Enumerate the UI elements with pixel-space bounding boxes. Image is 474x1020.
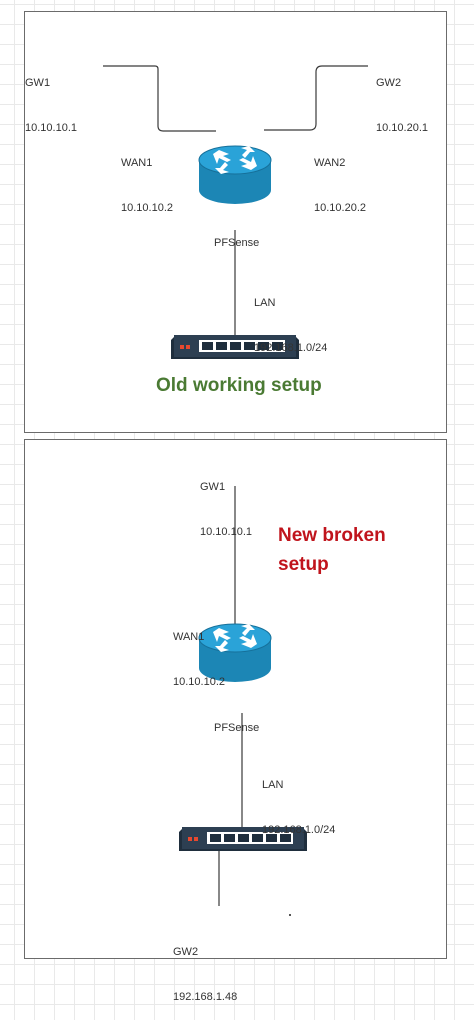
router-label: PFSense: [214, 722, 260, 734]
wan1-label: WAN1 10.10.10.2: [121, 126, 173, 231]
gw1-label: GW1 10.10.10.1: [25, 46, 77, 151]
wan2-ip: 10.10.20.2: [314, 202, 366, 214]
gw2-label: GW2 192.168.1.48: [173, 915, 237, 1020]
gw2-name: GW2: [173, 946, 199, 958]
gw2-ip: 10.10.20.1: [376, 122, 428, 134]
new-setup-title: New broken setup: [278, 525, 386, 575]
gw1-wan1-link: [103, 65, 216, 132]
gw1-ip: 10.10.10.1: [25, 122, 77, 134]
wan1-ip: 10.10.10.2: [121, 202, 173, 214]
stray-dot: [289, 914, 291, 916]
router-label: PFSense: [214, 237, 260, 249]
lan-label: LAN 192.168.1.0/24: [254, 266, 327, 371]
gw1-name: GW1: [25, 77, 51, 89]
gw2-wan2-link: [264, 65, 368, 131]
wan2-label: WAN2 10.10.20.2: [314, 126, 366, 231]
lan-subnet: 192.168.1.0/24: [262, 824, 336, 836]
wan1-ip: 10.10.10.2: [173, 676, 225, 688]
lan-label: LAN 192.168.1.0/24: [262, 748, 335, 853]
gw1-name: GW1: [200, 481, 226, 493]
gw2-ip: 192.168.1.48: [173, 991, 238, 1003]
router-icon: [198, 145, 272, 205]
gw1-label: GW1 10.10.10.1: [200, 450, 252, 555]
old-setup-panel: [24, 11, 447, 433]
lan-name: LAN: [262, 779, 284, 791]
wan1-label: WAN1 10.10.10.2: [173, 600, 225, 705]
gw1-ip: 10.10.10.1: [200, 526, 252, 538]
gw2-name: GW2: [376, 77, 402, 89]
lan-subnet: 192.168.1.0/24: [254, 342, 328, 354]
lan-name: LAN: [254, 297, 276, 309]
wan1-name: WAN1: [121, 157, 153, 169]
wan1-name: WAN1: [173, 631, 205, 643]
wan2-name: WAN2: [314, 157, 346, 169]
gw2-label: GW2 10.10.20.1: [376, 46, 428, 151]
old-setup-title: Old working setup: [156, 375, 322, 396]
